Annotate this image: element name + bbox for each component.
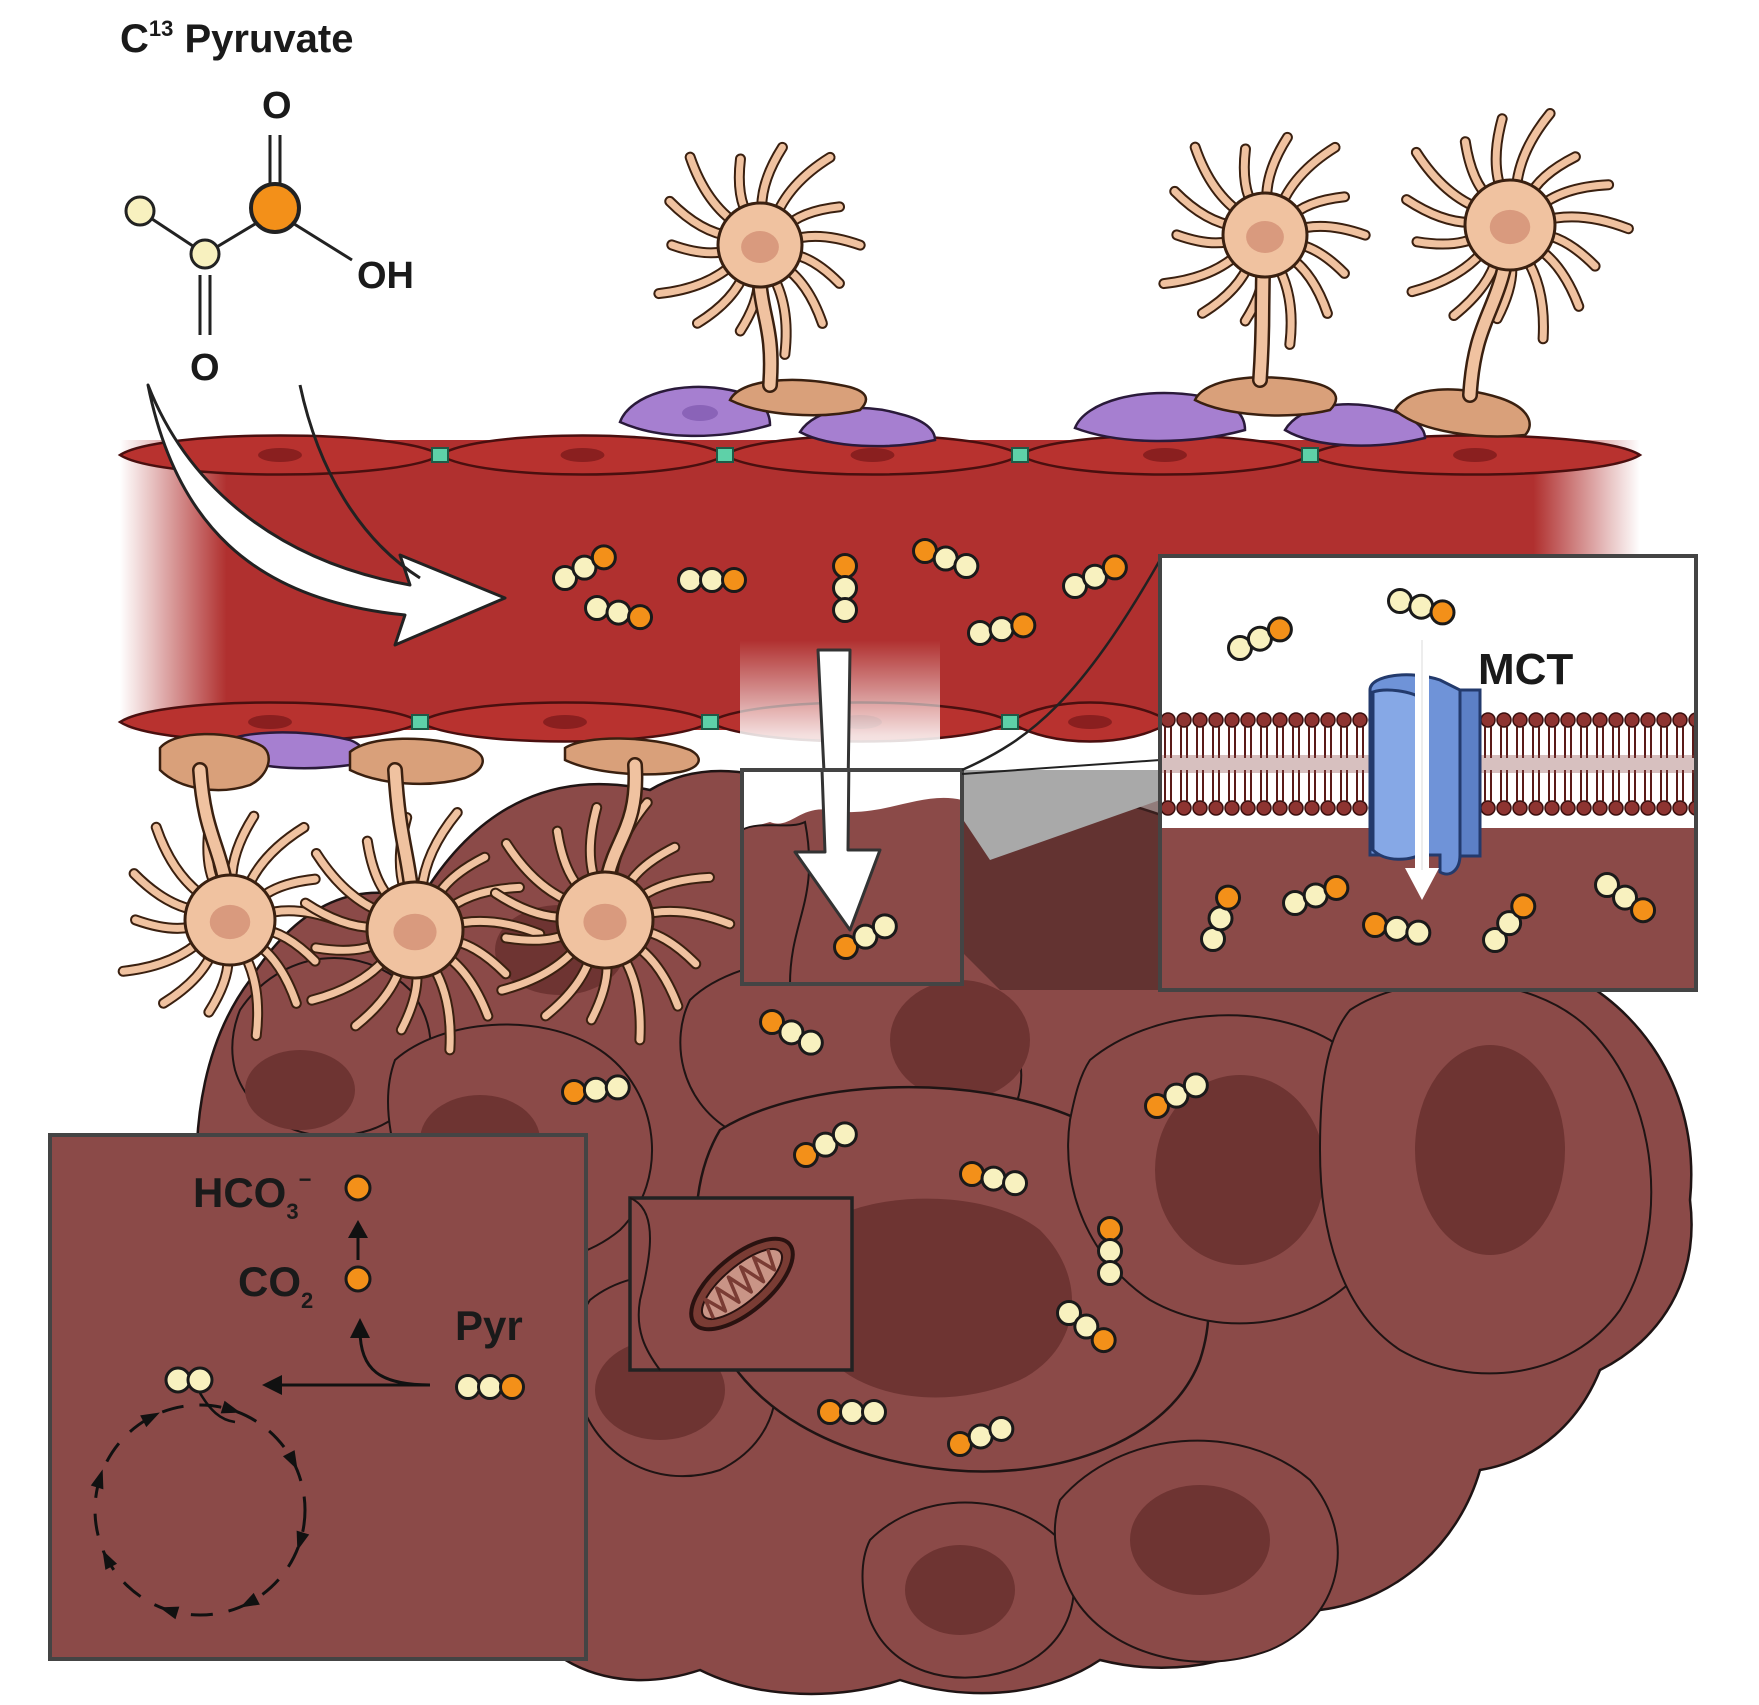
astrocyte-icon	[117, 762, 342, 1042]
nucleus	[245, 1050, 355, 1130]
endothelial-nucleus	[560, 448, 605, 462]
tight-junction	[411, 714, 429, 730]
pyruvate-cluster	[1362, 912, 1432, 946]
pyruvate-cluster	[959, 1161, 1029, 1197]
pyruvate-cluster	[967, 612, 1037, 646]
endothelial-nucleus	[543, 715, 587, 729]
astrocyte-icon	[1158, 131, 1371, 388]
endothelial-nucleus	[258, 448, 302, 462]
pyruvate-cluster	[677, 567, 747, 593]
pyruvate-cluster	[1594, 872, 1657, 924]
cycle-arrowhead	[220, 1400, 241, 1414]
pyruvate-cluster	[1056, 1300, 1117, 1354]
astrocyte-icon	[299, 762, 546, 1056]
pyruvate-clusters	[455, 538, 1657, 1457]
endothelial-nucleus	[1143, 448, 1187, 462]
pyruvate-cluster	[1062, 554, 1128, 599]
pyruvate-cluster	[584, 595, 654, 631]
nucleus	[807, 1198, 1073, 1398]
tight-junction	[1011, 447, 1029, 463]
pyruvate-cluster	[1097, 1216, 1123, 1286]
astrocyte-icon	[653, 141, 866, 393]
mct-label: MCT	[1478, 645, 1573, 694]
mct-inset	[1158, 554, 1698, 992]
hco3-label: HCO3−	[193, 1167, 311, 1224]
pyruvate-cluster	[455, 1374, 525, 1400]
atom-label-o-top: O	[262, 85, 292, 127]
inset-connector	[961, 759, 1161, 775]
tca-cycle-icon	[90, 1400, 310, 1620]
pyruvate-cluster	[561, 1074, 631, 1105]
pyruvate-cluster	[833, 913, 898, 960]
mitochondrion-icon	[689, 1236, 795, 1332]
astrocytes	[117, 107, 1634, 1056]
astrocyte-endfoot	[348, 737, 484, 786]
cycle-arrowhead	[159, 1606, 180, 1620]
cycle-arrowhead	[90, 1469, 104, 1490]
pyruvate-cluster	[759, 1009, 824, 1056]
cycle-arrowhead	[102, 1550, 118, 1570]
pyruvate-cluster	[1387, 588, 1456, 626]
pyruvate-cluster	[1482, 893, 1537, 953]
pericyte-nucleus	[682, 405, 718, 421]
astrocyte-endfoot	[1193, 376, 1338, 417]
tight-junction	[1301, 447, 1319, 463]
inset-connector	[961, 559, 1162, 772]
pyruvate-cluster	[793, 1121, 858, 1168]
astrocyte-endfoot	[563, 737, 700, 776]
pyruvate-cluster	[1282, 874, 1350, 916]
pyruvate-cluster	[912, 538, 980, 580]
cycle-arrowhead	[140, 1412, 160, 1428]
tight-junction	[716, 447, 734, 463]
acetyl-carbon	[164, 1366, 192, 1394]
perivascular-cells-top	[618, 376, 1531, 448]
astrocyte-icon	[489, 757, 736, 1046]
cycle-arrowhead	[240, 1592, 260, 1608]
co2-label: CO2	[238, 1258, 313, 1313]
endothelium-top	[117, 434, 1643, 476]
astrocyte-endfoot	[1393, 388, 1531, 438]
perivascular-cells-bottom	[158, 731, 700, 792]
endothelial-nucleus	[850, 448, 895, 462]
endothelial-nucleus	[248, 715, 292, 729]
nucleus	[1155, 1075, 1325, 1265]
delivery-arrow	[146, 383, 507, 647]
gap-shadow	[930, 770, 1160, 860]
nucleus	[905, 1545, 1015, 1635]
pyruvate-cluster	[817, 1399, 887, 1425]
nucleus	[1130, 1485, 1270, 1595]
pyruvate-molecule-icon	[124, 135, 353, 335]
tight-junction	[1001, 714, 1019, 730]
acetyl-carbon	[186, 1366, 214, 1394]
metabolite-atoms	[164, 1174, 372, 1394]
astrocyte-icon	[1401, 107, 1634, 403]
endothelial-nucleus	[1453, 448, 1497, 462]
title: C13 Pyruvate	[120, 16, 353, 61]
hco3-carbon	[344, 1174, 372, 1202]
pyr-label: Pyr	[455, 1302, 523, 1349]
nucleus	[890, 980, 1030, 1100]
cycle-arrowhead	[296, 1530, 310, 1551]
pyruvate-cluster	[1227, 616, 1293, 661]
atom-label-oh: OH	[357, 255, 414, 297]
tight-junction	[431, 447, 449, 463]
mitochondrion-box	[628, 1196, 854, 1372]
cycle-arrowhead	[282, 1450, 298, 1470]
tight-junction	[701, 714, 719, 730]
pyruvate-cluster	[832, 553, 858, 623]
pyruvate-cluster	[947, 1415, 1015, 1457]
pyruvate-cluster	[1200, 884, 1242, 952]
atom-label-o-bottom: O	[190, 347, 220, 389]
pyruvate-cluster	[552, 544, 617, 591]
endothelial-nucleus	[1068, 715, 1112, 729]
pyruvate-cluster	[1144, 1072, 1209, 1119]
nucleus	[1415, 1045, 1565, 1255]
co2-carbon	[344, 1265, 372, 1293]
astrocyte-endfoot	[158, 732, 270, 792]
